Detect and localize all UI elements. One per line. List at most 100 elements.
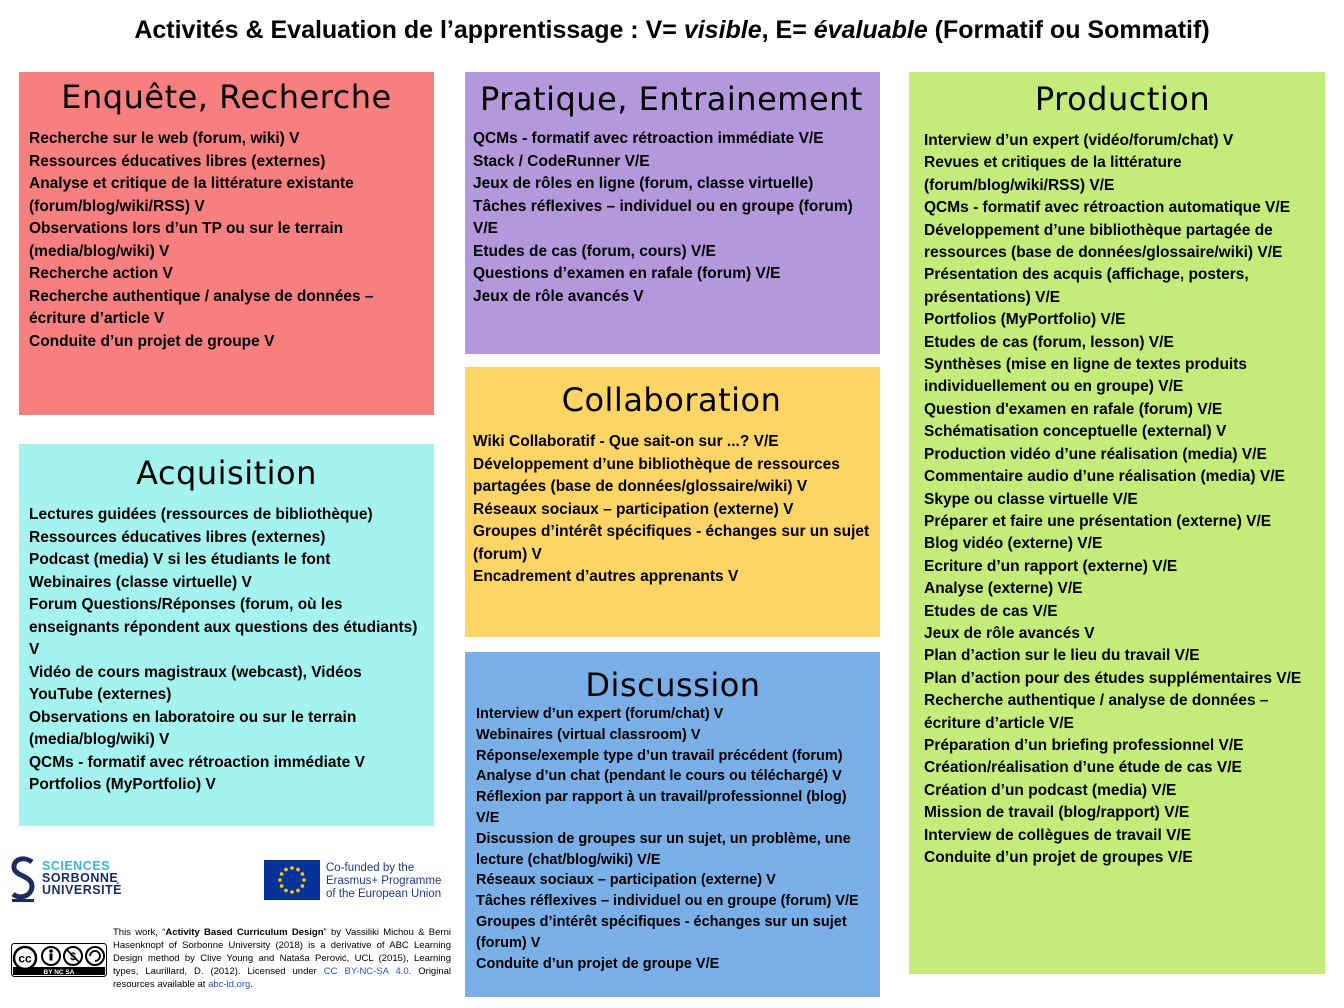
collaboration-heading: Collaboration xyxy=(561,381,782,419)
list-item: Etudes de cas (forum, lesson) V/E xyxy=(924,333,1174,351)
list-item: Skype ou classe virtuelle V/E xyxy=(924,490,1138,508)
list-item: Interview d’un expert (vidéo/forum/chat)… xyxy=(924,132,1234,149)
sorbonne-s-icon xyxy=(11,856,35,902)
production-panel: Production Interview d’un expert (vidéo/… xyxy=(909,72,1325,974)
list-item: Interview de collègues de travail V/E xyxy=(924,826,1192,844)
list-item: Recherche authentique / analyse de donné… xyxy=(29,287,374,328)
list-item: Interview d’un expert (forum/chat) V xyxy=(476,706,724,722)
list-item: Réflexion par rapport à un travail/profe… xyxy=(476,789,847,826)
pratique-heading: Pratique, Entrainement xyxy=(480,80,863,118)
collaboration-panel: Collaboration Wiki Collaboratif - Que sa… xyxy=(465,367,880,637)
cc-by-nc-sa-icon: cc $ BY NC SA xyxy=(11,943,107,977)
list-item: Conduite d’un projet de groupes V/E xyxy=(924,849,1193,866)
list-item: Tâches réflexives – individuel ou en gro… xyxy=(476,893,859,910)
list-item: Conduite d’un projet de groupe V xyxy=(29,332,275,350)
list-item: Analyse (externe) V/E xyxy=(924,580,1083,598)
list-item: Webinaires (virtual classroom) V xyxy=(476,726,701,743)
production-heading: Production xyxy=(1034,80,1211,118)
list-item: Réponse/exemple type d’un travail précéd… xyxy=(476,747,843,764)
list-item: Conduite d’un projet de groupe V/E xyxy=(476,955,720,972)
list-item: Jeux de rôle avancés V xyxy=(473,287,644,305)
list-item: Plan d’action sur le lieu du travail V/E xyxy=(924,647,1200,665)
enquete-heading: Enquête, Recherche xyxy=(61,78,392,116)
list-item: Recherche action V xyxy=(29,265,173,282)
list-item: Commentaire audio d’une réalisation (med… xyxy=(924,468,1285,486)
enquete-recherche-panel: Enquête, Recherche Recherche sur le web … xyxy=(19,72,434,415)
cc-license-badge: cc $ BY NC SA xyxy=(11,943,107,977)
list-item: Webinaires (classe virtuelle) V xyxy=(29,573,252,591)
list-item: Etudes de cas V/E xyxy=(924,602,1058,620)
list-item: QCMs - formatif avec rétroaction immédia… xyxy=(473,130,824,147)
discussion-heading: Discussion xyxy=(585,666,761,704)
list-item: Ressources éducatives libres (externes) xyxy=(29,528,326,546)
abc-ld-link[interactable]: abc-ld.org xyxy=(208,979,251,990)
discussion-panel: Discussion Interview d’un expert (forum/… xyxy=(465,652,880,997)
list-item: Stack / CodeRunner V/E xyxy=(473,152,650,170)
list-item: Analyse et critique de la littérature ex… xyxy=(29,175,354,215)
list-item: Jeux de rôles en ligne (forum, classe vi… xyxy=(473,175,814,192)
list-item: Recherche sur le web (forum, wiki) V xyxy=(29,130,300,147)
list-item: Jeux de rôle avancés V xyxy=(924,624,1095,642)
list-item: Synthèses (mise en ligne de textes produ… xyxy=(924,356,1248,396)
acquisition-panel: Acquisition Lectures guidées (ressources… xyxy=(19,444,434,826)
eu-line3: of the European Union xyxy=(326,888,442,900)
list-item: Discussion de groupes sur un sujet, un p… xyxy=(476,830,851,868)
list-item: Plan d’action pour des études supplément… xyxy=(924,669,1302,687)
list-item: Groupes d’intérêt spécifiques - échanges… xyxy=(476,913,847,951)
cc-tags: BY NC SA xyxy=(44,969,75,976)
list-item: Question d'examen en rafale (forum) V/E xyxy=(924,400,1223,418)
list-item: Mission de travail (blog/rapport) V/E xyxy=(924,804,1190,822)
eu-flag-icon xyxy=(264,860,320,900)
sorbonne-logo: SCIENCES SORBONNE UNIVERSITÉ xyxy=(10,856,135,904)
list-item: Production vidéo d’une réalisation (medi… xyxy=(924,445,1267,463)
list-item: Recherche authentique / analyse de donné… xyxy=(924,692,1269,732)
list-item: Préparer et faire une présentation (exte… xyxy=(924,512,1272,530)
eu-line1: Co-funded by the xyxy=(326,862,415,874)
list-item: Ecriture d’un rapport (externe) V/E xyxy=(924,557,1178,575)
list-item: Réseaux sociaux – participation (externe… xyxy=(473,500,794,518)
pratique-entrainement-panel: Pratique, Entrainement QCMs - formatif a… xyxy=(465,72,880,354)
list-item: Revues et critiques de la littérature (f… xyxy=(924,154,1182,194)
pratique-list: QCMs - formatif avec rétroaction immédia… xyxy=(473,128,870,308)
list-item: Observations en laboratoire ou sur le te… xyxy=(29,708,357,749)
sorbonne-line3: UNIVERSITÉ xyxy=(42,883,123,897)
list-item: Portfolios (MyPortfolio) V/E xyxy=(924,311,1126,329)
cc-license-link[interactable]: CC BY-NC-SA 4.0 xyxy=(323,966,409,977)
list-item: Etudes de cas (forum, cours) V/E xyxy=(473,242,716,260)
list-item: Lectures guidées (ressources de biblioth… xyxy=(29,506,373,523)
list-item: Questions d’examen en rafale (forum) V/E xyxy=(473,265,781,282)
list-item: Observations lors d’un TP ou sur le terr… xyxy=(29,220,344,260)
list-item: Création/réalisation d’une étude de cas … xyxy=(924,759,1242,777)
acquisition-heading: Acquisition xyxy=(136,454,317,492)
list-item: Analyse d’un chat (pendant le cours ou t… xyxy=(476,768,842,785)
erasmus-logo: Co-funded by the Erasmus+ Programme of t… xyxy=(264,860,454,904)
discussion-list: Interview d’un expert (forum/chat) V Webi… xyxy=(476,704,870,974)
list-item: Portfolios (MyPortfolio) V xyxy=(29,776,216,793)
enquete-list: Recherche sur le web (forum, wiki) V Ress… xyxy=(29,128,424,353)
production-list: Interview d’un expert (vidéo/forum/chat)… xyxy=(924,130,1321,869)
eu-line2: Erasmus+ Programme xyxy=(326,875,442,887)
list-item: Podcast (media) V si les étudiants le fo… xyxy=(29,551,331,568)
list-item: Encadrement d’autres apprenants V xyxy=(473,568,739,585)
sorbonne-line1: SCIENCES xyxy=(42,859,110,873)
list-item: Schématisation conceptuelle (external) V xyxy=(924,423,1227,441)
page-title: Activités & Evaluation de l’apprentissag… xyxy=(134,16,1210,44)
list-item: Blog vidéo (externe) V/E xyxy=(924,535,1103,553)
sorbonne-line2: SORBONNE xyxy=(42,871,119,885)
list-item: Ressources éducatives libres (externes) xyxy=(29,152,326,170)
list-item: Vidéo de cours magistraux (webcast), Vid… xyxy=(29,663,362,704)
list-item: Création d’un podcast (media) V/E xyxy=(924,781,1177,799)
license-text: This work, “Activity Based Curriculum De… xyxy=(113,927,451,990)
list-item: Réseaux sociaux – participation (externe… xyxy=(476,872,776,889)
list-item: Préparation d’un briefing professionnel … xyxy=(924,736,1244,754)
list-item: Développement d’une bibliothèque de ress… xyxy=(473,455,840,496)
cc-label: cc xyxy=(18,952,32,966)
list-item: Présentation des acquis (affichage, post… xyxy=(924,266,1249,306)
acquisition-list: Lectures guidées (ressources de biblioth… xyxy=(29,504,424,797)
list-item: Développement d’une bibliothèque partagé… xyxy=(924,221,1283,262)
list-item: Forum Questions/Réponses (forum, où les … xyxy=(29,596,418,658)
list-item: Tâches réflexives – individuel ou en gro… xyxy=(473,197,853,238)
list-item: Groupes d’intérêt spécifiques - échanges… xyxy=(473,523,870,563)
list-item: QCMs - formatif avec rétroaction automat… xyxy=(924,199,1291,217)
collaboration-list: Wiki Collaboratif - Que sait-on sur ...?… xyxy=(473,431,870,589)
